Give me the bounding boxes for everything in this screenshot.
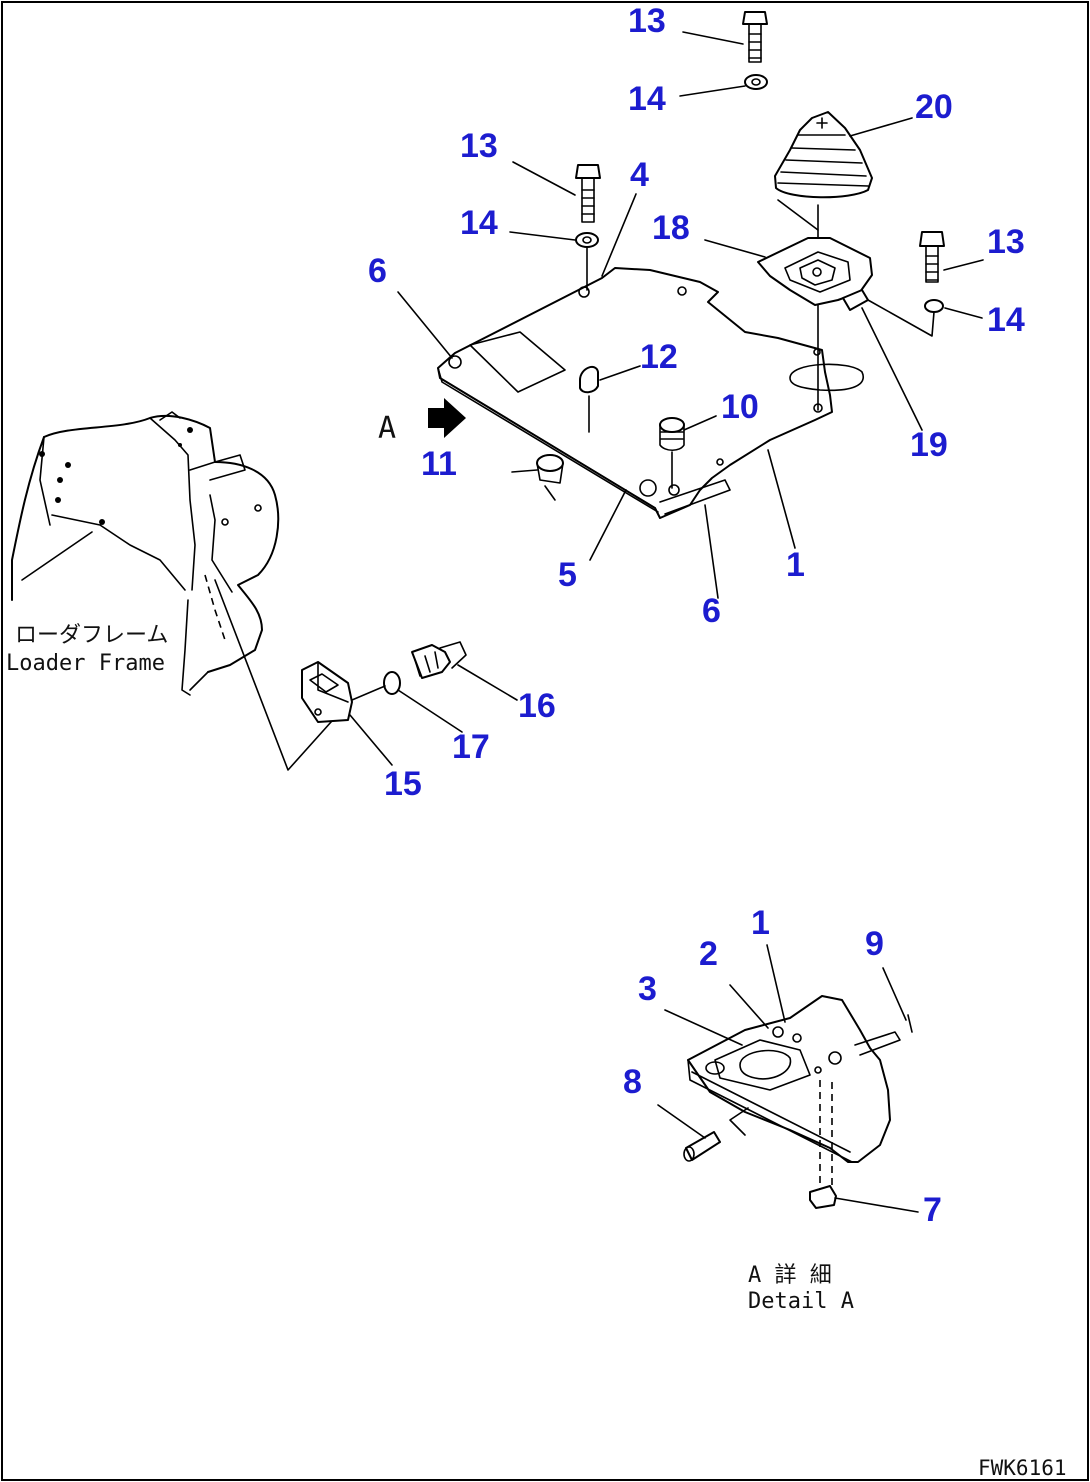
part-14-callout: 14: [460, 204, 498, 242]
bracket-icon: [301, 661, 353, 723]
bolt-icon: [742, 11, 768, 90]
floor-plate: [437, 267, 865, 519]
part-17-callout: 17: [452, 728, 490, 766]
part-13-callout: 13: [460, 127, 498, 165]
leader-line: [214, 579, 341, 771]
part-1-callout: 1: [786, 546, 805, 584]
part-20-callout: 20: [915, 88, 953, 126]
part-9-callout: 9: [865, 925, 884, 963]
bolt-icon: [351, 641, 467, 701]
cap-icon: [579, 365, 599, 433]
part-16-callout: 16: [518, 687, 556, 725]
lever-cover-icon: [757, 199, 873, 306]
spring-icon: [511, 454, 564, 501]
loader-frame: [11, 411, 280, 696]
part-12-callout: 12: [640, 338, 678, 376]
part-14-callout: 14: [987, 301, 1025, 339]
loader-frame-label-en: Loader Frame: [6, 651, 165, 676]
view-a-marker: A: [378, 411, 396, 446]
part-10-callout: 10: [721, 388, 759, 426]
part-callouts: 13 14 20 13 4 14 18 13 6 14 12 10 19 11 …: [368, 2, 1025, 1229]
loader-frame-label-ja: ローダフレーム: [15, 623, 168, 648]
part-14-callout: 14: [628, 80, 666, 118]
detail-a-label-ja: A 詳 細: [748, 1263, 832, 1288]
lever-boot-icon: [774, 111, 873, 199]
leader-lines: [349, 31, 984, 1213]
part-1-callout: 1: [751, 904, 770, 942]
part-3-callout: 3: [638, 970, 657, 1008]
part-18-callout: 18: [652, 209, 690, 247]
drawing-number: FWK6161: [978, 1456, 1067, 1480]
bolt-icon: [919, 231, 945, 313]
part-2-callout: 2: [699, 935, 718, 973]
grommet-icon: [659, 417, 685, 489]
part-7-callout: 7: [923, 1191, 942, 1229]
bolt-icon: [809, 1185, 837, 1209]
bolt-icon: [575, 164, 601, 291]
view-arrow-icon: [428, 398, 466, 438]
part-11-callout: 11: [421, 445, 457, 483]
part-13-callout: 13: [628, 2, 666, 40]
part-5-callout: 5: [558, 556, 577, 594]
part-8-callout: 8: [623, 1063, 642, 1101]
part-6-callout: 6: [368, 252, 387, 290]
detail-a-label-en: Detail A: [748, 1289, 854, 1314]
part-13-callout: 13: [987, 223, 1025, 261]
part-6-callout: 6: [702, 592, 721, 630]
part-19-callout: 19: [910, 426, 948, 464]
detail-a-drawing: [687, 995, 913, 1190]
part-4-callout: 4: [630, 156, 649, 194]
part-15-callout: 15: [384, 765, 422, 803]
